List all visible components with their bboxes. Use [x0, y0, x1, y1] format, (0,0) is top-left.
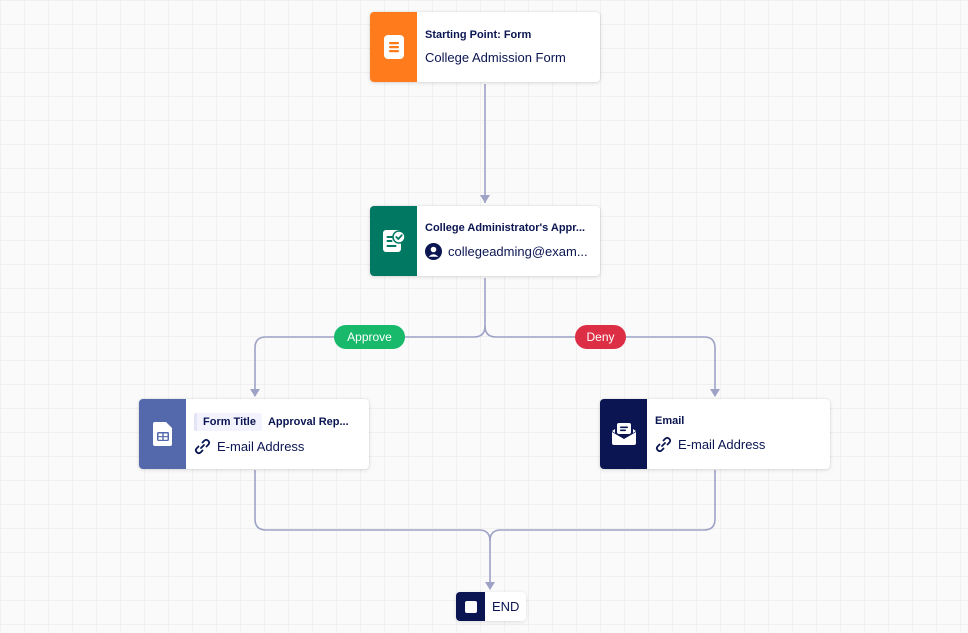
link-icon	[194, 438, 211, 455]
user-avatar-icon	[425, 243, 442, 260]
end-node-label: END	[492, 599, 520, 614]
connector-form-to-end	[254, 470, 491, 589]
email-node-subtitle-row: E-mail Address	[655, 436, 822, 453]
form-node-subtitle: E-mail Address	[217, 439, 305, 454]
start-node-title: Starting Point: Form	[425, 29, 532, 41]
start-node-body: Starting Point: Form College Admission F…	[417, 12, 600, 82]
link-icon	[655, 436, 672, 453]
connector-approval-to-email	[484, 325, 716, 396]
form-node-title: Approval Rep...	[267, 416, 349, 428]
approval-node-body: College Administrator's Appr... collegea…	[417, 206, 600, 276]
email-node-icon-box	[600, 399, 647, 469]
email-node-body: Email E-mail Address	[647, 399, 830, 469]
envelope-icon	[611, 423, 636, 445]
start-node-subtitle-row: College Admission Form	[425, 50, 592, 65]
table-document-icon	[152, 422, 172, 446]
start-node[interactable]: Starting Point: Form College Admission F…	[370, 12, 600, 82]
approval-clipboard-icon	[382, 230, 406, 252]
arrow-start-to-approval	[480, 195, 490, 203]
end-node[interactable]: END	[456, 592, 526, 621]
email-node-title: Email	[655, 415, 685, 427]
email-node-subtitle: E-mail Address	[678, 437, 766, 452]
form-node-icon-box	[139, 399, 186, 469]
approval-node-title: College Administrator's Appr...	[425, 222, 586, 234]
deny-branch-label[interactable]: Deny	[575, 325, 626, 349]
approval-node-subtitle: collegeadming@exam...	[448, 244, 588, 259]
form-document-icon	[383, 35, 404, 59]
arrow-to-end	[485, 582, 495, 590]
form-node-body: Form Title Approval Rep... E-mail Addres…	[186, 399, 369, 469]
approve-branch-label[interactable]: Approve	[334, 325, 405, 349]
arrow-to-email	[710, 389, 720, 397]
start-node-subtitle: College Admission Form	[425, 50, 566, 65]
approval-node[interactable]: College Administrator's Appr... collegea…	[370, 206, 600, 276]
form-node-title-row: Form Title Approval Rep...	[194, 413, 361, 431]
form-node[interactable]: Form Title Approval Rep... E-mail Addres…	[139, 399, 369, 469]
approval-node-subtitle-row: collegeadming@exam...	[425, 243, 592, 260]
form-title-chip: Form Title	[194, 413, 262, 431]
email-node[interactable]: Email E-mail Address	[600, 399, 830, 469]
arrow-to-form	[250, 389, 260, 397]
connector-email-to-end	[489, 470, 716, 542]
start-node-icon-box	[370, 12, 417, 82]
stop-square-icon	[456, 592, 485, 621]
form-node-subtitle-row: E-mail Address	[194, 438, 361, 455]
approval-node-icon-box	[370, 206, 417, 276]
